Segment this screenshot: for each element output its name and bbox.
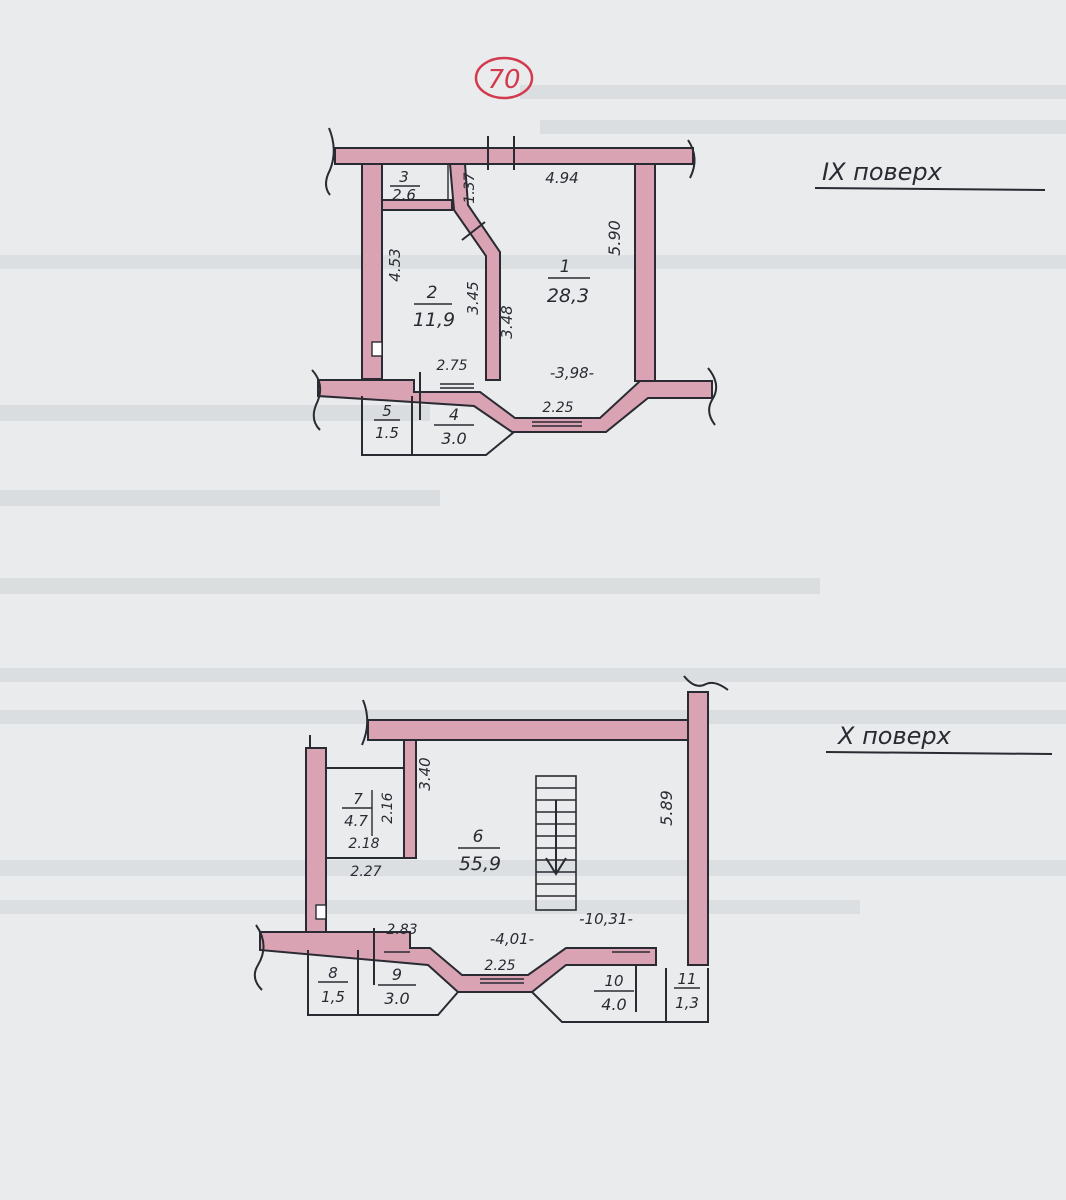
wall: [687, 691, 709, 966]
dim-4-94: 4.94: [545, 169, 578, 187]
wall: [381, 199, 453, 211]
floor-x-labels: 7 4.7 6 55,9 8 1,5 9 3.0 10 4.0 11 1,3: [318, 790, 700, 1014]
background-bleed-text: [0, 85, 1066, 914]
floor-x-plan: [253, 675, 729, 1023]
room-11-area: 1,3: [675, 994, 699, 1012]
floor-ix-labels: 3 2.6 1 28,3 2 11,9 5 1.5 4 3.0: [374, 168, 590, 448]
room-2-area: 11,9: [413, 309, 455, 331]
room-3-number: 3: [399, 168, 409, 186]
floor-ix-label: IX поверх: [822, 158, 943, 186]
stair-mark: [384, 951, 650, 984]
room-3-area: 2.6: [392, 186, 416, 204]
dim-2-25-x: 2.25: [484, 958, 515, 974]
room-7-area: 4.7: [344, 812, 368, 830]
dim-3-48: 3.48: [498, 305, 516, 338]
room-6-number: 6: [473, 827, 484, 847]
room-1-number: 1: [560, 257, 571, 277]
dim-2-25-ix: 2.25: [542, 400, 573, 416]
room-8-area: 1,5: [321, 988, 345, 1006]
wall: [448, 163, 501, 381]
sheet-number-stamp: 70: [474, 56, 534, 100]
dim-2-16: 2.16: [380, 792, 396, 823]
floor-ix-dimensions: 4.94 5.90 4.53 3.45 3.48 1.37 2.75 -3,98…: [386, 169, 624, 416]
dim-5-90: 5.90: [605, 220, 624, 256]
dim-2-83: 2.83: [386, 922, 417, 938]
room-5-number: 5: [382, 402, 392, 420]
wall: [259, 931, 657, 993]
room-9-area: 3.0: [384, 989, 409, 1008]
room-10-number: 10: [604, 972, 623, 990]
dim-5-89: 5.89: [657, 790, 676, 826]
room-8-number: 8: [328, 964, 338, 982]
stair-mark: [440, 383, 582, 427]
wall: [317, 379, 713, 433]
floor-ix-heading: IX поверх: [814, 158, 1046, 191]
floor-x-label: X поверх: [836, 722, 952, 750]
sheet-number: 70: [487, 65, 520, 95]
wall: [403, 739, 417, 859]
dim-3-45: 3.45: [464, 281, 482, 314]
room-2-number: 2: [427, 283, 438, 303]
room-4-area: 3.0: [441, 429, 466, 448]
dim-2-75: 2.75: [436, 358, 467, 374]
floor-ix-plan: [311, 127, 718, 456]
floor-x-heading: X поверх: [825, 722, 1053, 755]
wall: [634, 163, 656, 382]
room-5-area: 1.5: [375, 424, 399, 442]
room-9-number: 9: [392, 965, 402, 984]
dim-3-98: -3,98-: [550, 364, 594, 382]
dim-4-53: 4.53: [386, 248, 404, 281]
dim-2-18: 2.18: [348, 836, 379, 852]
dim-4-01: -4,01-: [490, 930, 534, 948]
room-1-area: 28,3: [547, 285, 589, 307]
room-11-number: 11: [677, 970, 696, 988]
wall: [367, 719, 691, 741]
staircase: [535, 775, 577, 911]
room-6-area: 55,9: [459, 853, 501, 875]
room-10-area: 4.0: [601, 995, 626, 1014]
dim-2-27: 2.27: [350, 864, 381, 880]
dim-10-31: -10,31-: [579, 910, 633, 928]
dim-1-37: 1.37: [462, 172, 478, 203]
room-7-number: 7: [353, 790, 363, 808]
floor-x-dimensions: 5.89 3.40 2.16 2.18 2.27 2.83 -4,01- 2.2…: [348, 757, 676, 974]
room-4-number: 4: [449, 405, 459, 424]
dim-3-40: 3.40: [416, 757, 434, 790]
